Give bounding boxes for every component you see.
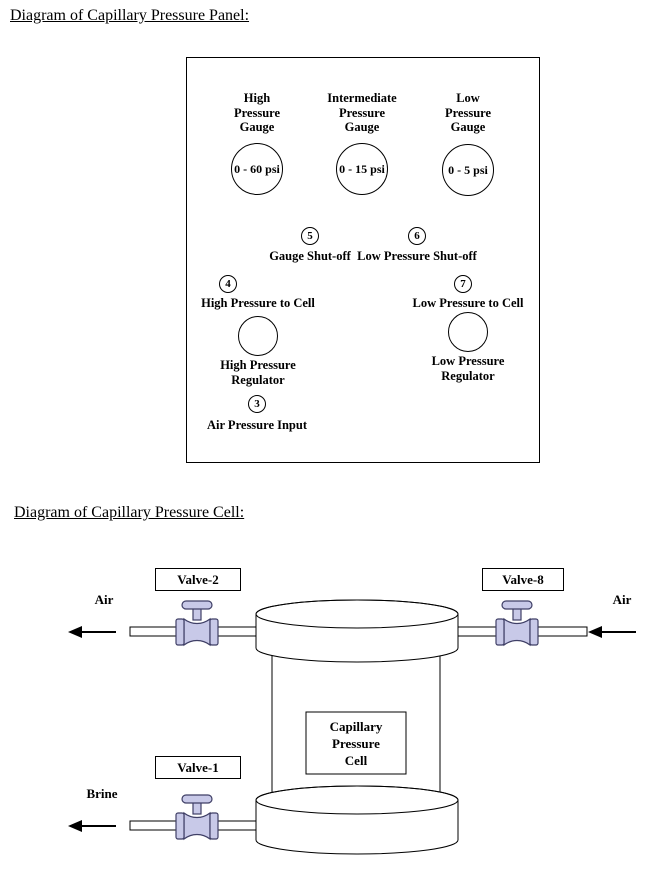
air-pressure-input-label: Air Pressure Input bbox=[206, 418, 307, 432]
vessel-top-rim bbox=[255, 599, 459, 629]
gauge-shutoff-label: Gauge Shut-off bbox=[269, 249, 351, 263]
valve-8-tag: Valve-8 bbox=[482, 568, 564, 591]
air-in-arrow-icon bbox=[588, 626, 636, 638]
air-out-label: Air bbox=[94, 592, 114, 607]
high-pressure-regulator-knob bbox=[238, 316, 278, 356]
valve-2-tag: Valve-2 bbox=[155, 568, 241, 591]
air-out-arrow-icon bbox=[68, 626, 116, 638]
low-pressure-shutoff-label: Low Pressure Shut-off bbox=[357, 249, 477, 263]
gauge-dial-low: 0 - 5 psi bbox=[442, 144, 494, 196]
pressure-panel-outline bbox=[186, 57, 540, 463]
brine-out-label: Brine bbox=[86, 786, 118, 801]
vessel-bottom-lid bbox=[255, 785, 459, 855]
valve-2-icon bbox=[175, 600, 219, 646]
vessel-top-lid bbox=[255, 599, 459, 663]
gauge-label-intermediate: Intermediate Pressure Gauge bbox=[327, 91, 397, 134]
panel-diagram-title: Diagram of Capillary Pressure Panel: bbox=[10, 7, 250, 24]
vessel-bottom-rim bbox=[255, 785, 459, 815]
valve-number-badge-6: 6 bbox=[408, 227, 426, 245]
brine-out-arrow-icon bbox=[68, 820, 116, 832]
gauge-label-low: Low Pressure Gauge bbox=[444, 91, 492, 134]
valve-1-icon bbox=[175, 794, 219, 840]
valve-1-tag: Valve-1 bbox=[155, 756, 241, 779]
valve-number-badge-7: 7 bbox=[454, 275, 472, 293]
vessel-label-plate bbox=[305, 711, 407, 775]
high-pressure-regulator-label: High Pressure Regulator bbox=[220, 358, 296, 387]
valve-number-badge-5: 5 bbox=[301, 227, 319, 245]
low-pressure-to-cell-label: Low Pressure to Cell bbox=[412, 296, 524, 310]
low-pressure-regulator-knob bbox=[448, 312, 488, 352]
cell-diagram-title: Diagram of Capillary Pressure Cell: bbox=[14, 504, 245, 521]
low-pressure-regulator-label: Low Pressure Regulator bbox=[431, 354, 505, 383]
gauge-dial-intermediate: 0 - 15 psi bbox=[336, 143, 388, 195]
gauge-dial-high: 0 - 60 psi bbox=[231, 143, 283, 195]
air-in-label: Air bbox=[612, 592, 632, 607]
vessel-label: Capillary Pressure Cell bbox=[329, 718, 383, 768]
valve-number-badge-3: 3 bbox=[248, 395, 266, 413]
valve-8-icon bbox=[495, 600, 539, 646]
valve-number-badge-4: 4 bbox=[219, 275, 237, 293]
high-pressure-to-cell-label: High Pressure to Cell bbox=[201, 296, 315, 310]
gauge-label-high: High Pressure Gauge bbox=[233, 91, 281, 134]
